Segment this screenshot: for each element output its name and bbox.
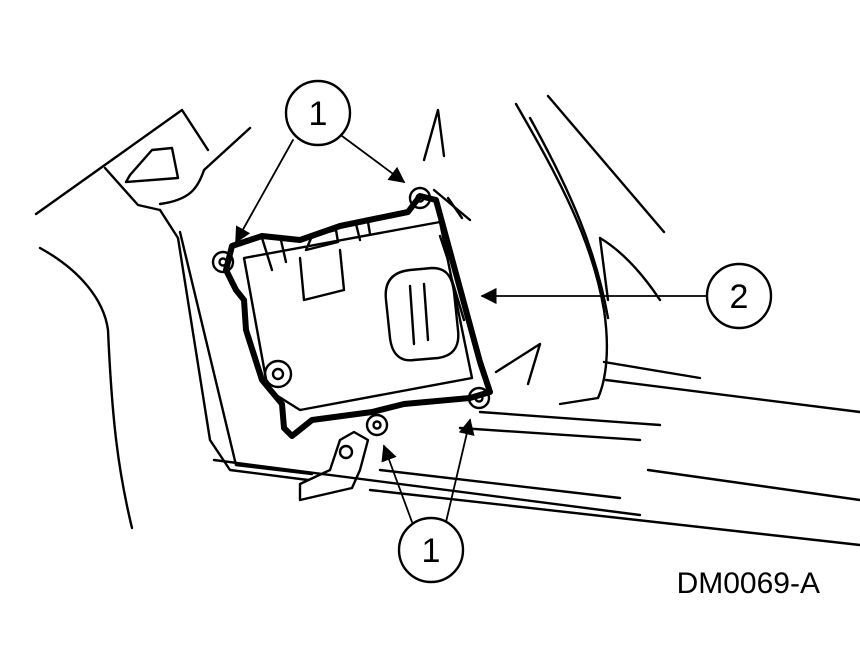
callout-1-top: 1 — [284, 79, 352, 147]
figure-reference-code: DM0069-A — [677, 567, 820, 600]
callout-1-top-label: 1 — [309, 95, 328, 133]
mounting-bracket — [298, 430, 370, 502]
leader-lines — [235, 135, 708, 523]
callout-1-bottom: 1 — [397, 516, 465, 584]
module-boss — [263, 359, 293, 389]
control-module — [223, 193, 493, 439]
fastener-bottom-center — [365, 413, 389, 437]
callout-2-label: 2 — [730, 278, 749, 316]
callout-2: 2 — [705, 262, 773, 330]
fastener-top-left — [211, 250, 235, 274]
vehicle-body-outline — [34, 94, 860, 547]
fastener-bottom-right — [467, 386, 491, 410]
fasteners — [211, 186, 491, 437]
callout-1-bottom-label: 1 — [422, 532, 441, 570]
fastener-top-right — [408, 186, 432, 210]
